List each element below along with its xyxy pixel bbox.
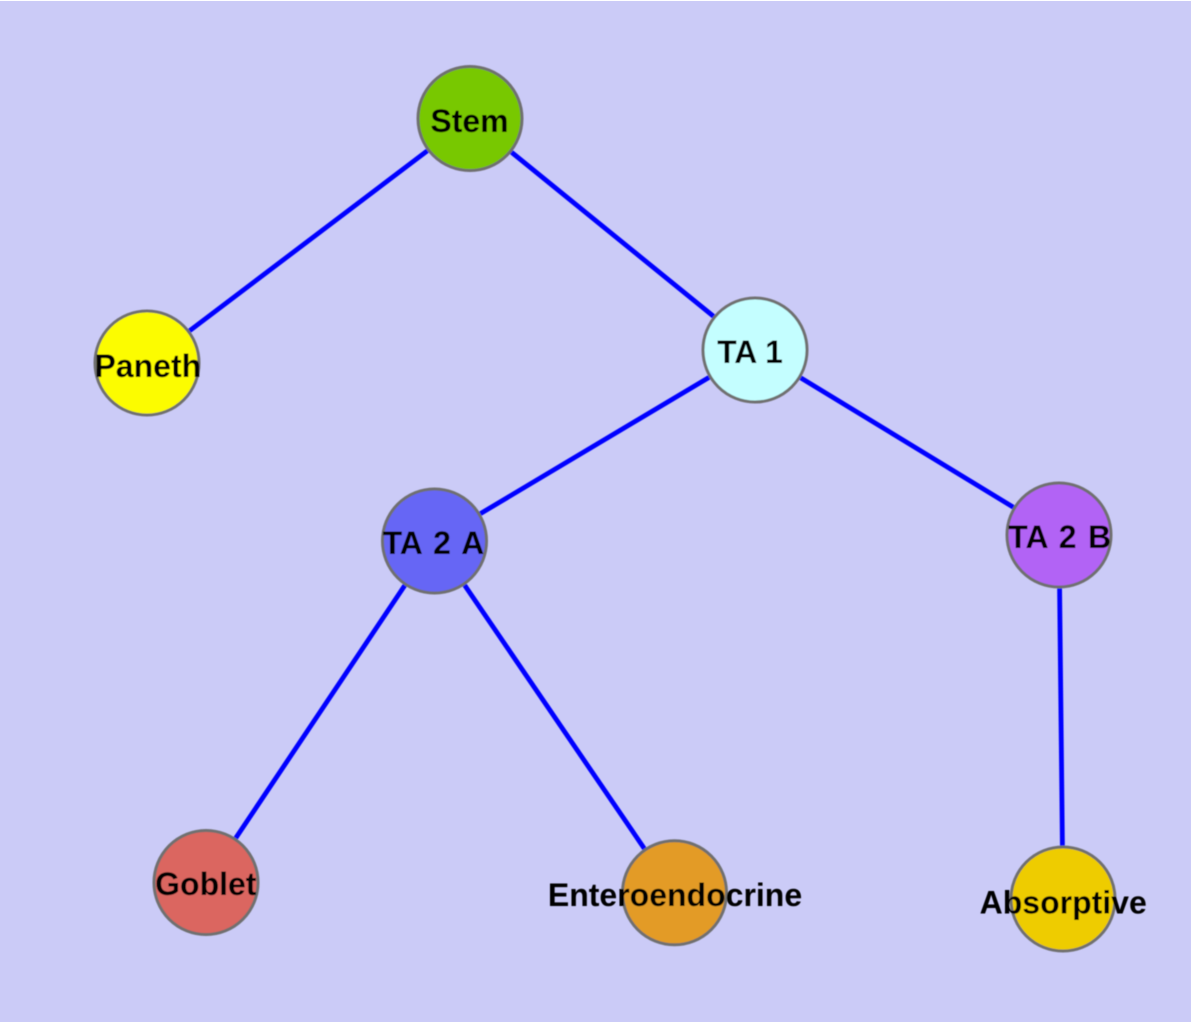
svg-text:Stem: Stem — [430, 103, 508, 139]
svg-text:TA 2 B: TA 2 B — [1008, 519, 1111, 555]
svg-text:TA 1: TA 1 — [717, 334, 783, 370]
svg-text:Enteroendocrine: Enteroendocrine — [548, 877, 802, 913]
svg-text:Goblet: Goblet — [155, 866, 257, 902]
svg-text:Absorptive: Absorptive — [980, 885, 1147, 921]
svg-text:Paneth: Paneth — [94, 348, 201, 384]
svg-text:TA 2 A: TA 2 A — [383, 525, 485, 561]
